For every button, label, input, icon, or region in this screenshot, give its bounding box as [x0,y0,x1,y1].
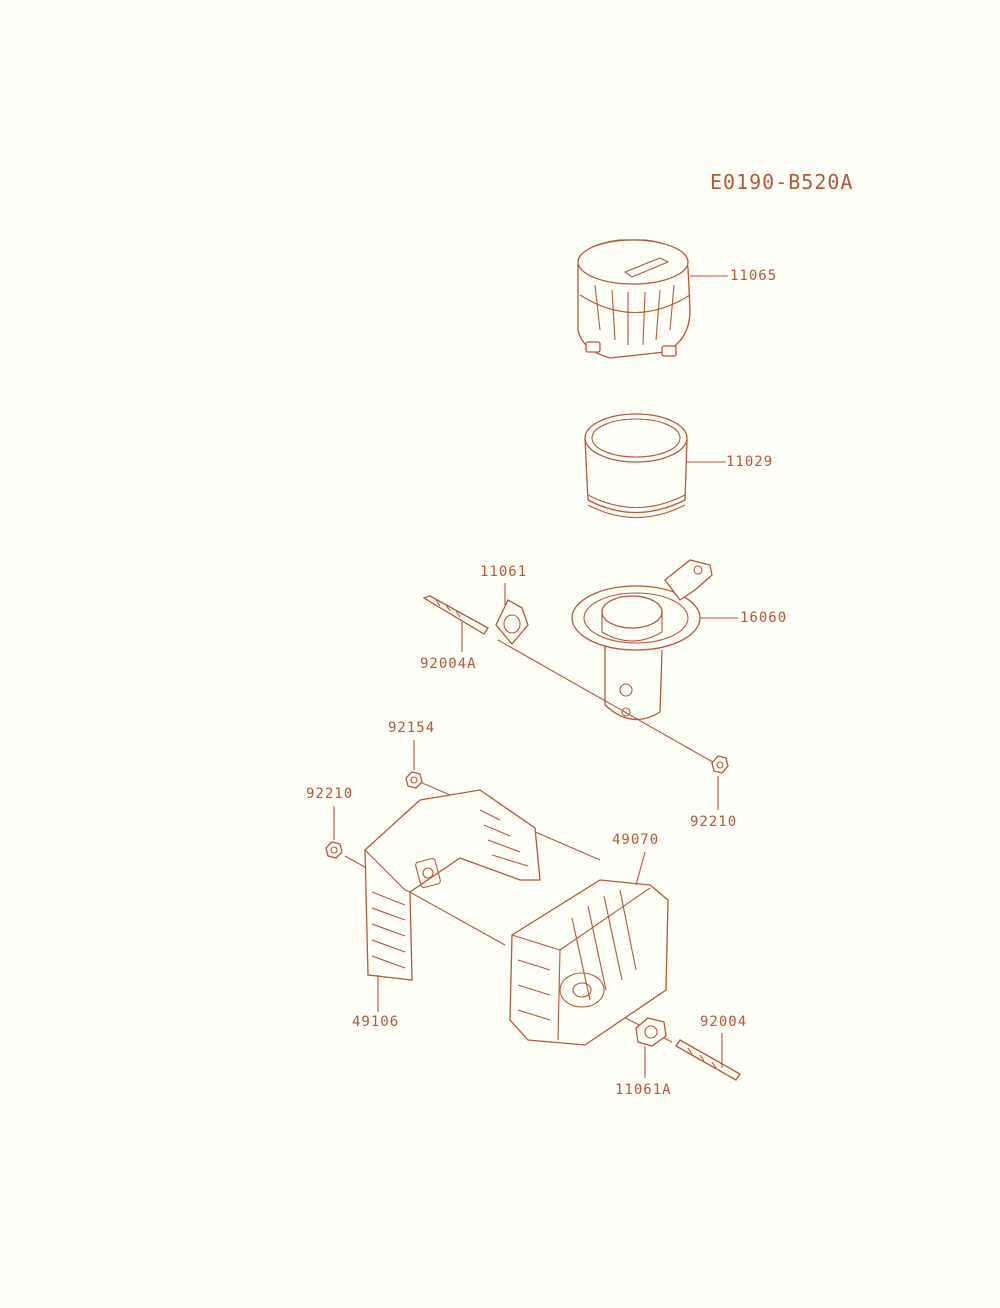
part-label-11061: 11061 [480,564,528,580]
part-label-92004A: 92004A [420,656,477,672]
part-label-16060: 16060 [740,610,788,626]
part-label-11029: 11029 [726,454,774,470]
part-label-49070: 49070 [612,832,660,848]
air-filter-element [584,413,726,518]
alignment-line [497,639,719,766]
gasket-11061 [495,583,529,646]
part-label-92004: 92004 [700,1014,748,1030]
part-label-92210-right: 92210 [690,814,738,830]
nut-92210-left [325,806,343,859]
nut-92210-right [711,755,729,810]
stud-bolt-92004A [422,595,489,652]
stud-bolt-92004 [675,1033,741,1081]
part-label-11061A: 11061A [615,1082,672,1098]
air-cleaner-cover [577,239,728,359]
gasket-11061A [635,1017,667,1078]
part-label-11065: 11065 [730,268,778,284]
part-label-92154: 92154 [388,720,436,736]
muffler [509,851,669,1046]
nut-92154 [405,740,423,789]
muffler-cover [364,789,541,1012]
part-label-49106: 49106 [352,1014,400,1030]
part-label-92210-left: 92210 [306,786,354,802]
diagram-code: E0190-B520A [710,170,854,194]
air-cleaner-base [571,559,738,721]
